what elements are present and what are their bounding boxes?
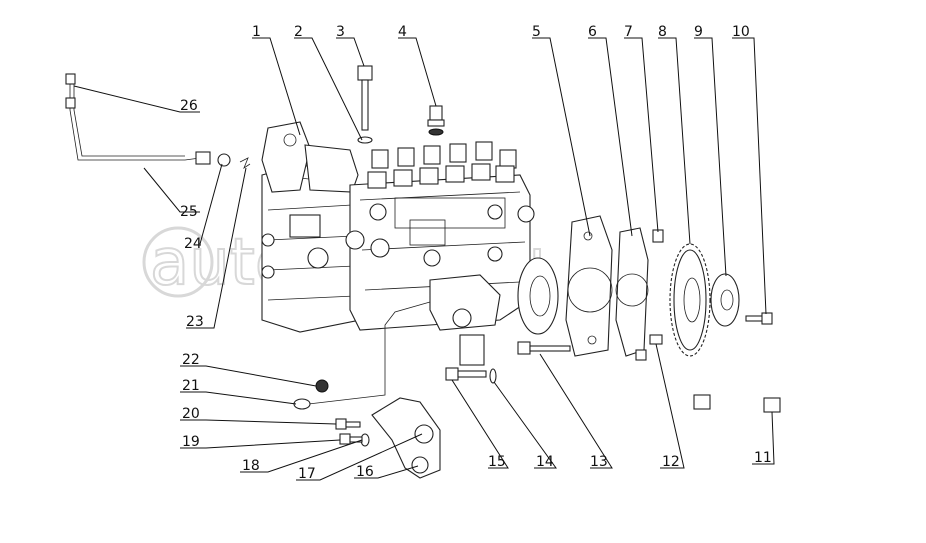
callout-23: 23 [186,314,204,330]
callout-14: 14 [536,454,554,470]
hub-9 [710,273,740,327]
callout-7: 7 [624,24,633,40]
bolt-13 [517,341,571,355]
callout-3: 3 [336,24,345,40]
callout-1: 1 [252,24,261,40]
callout-5: 5 [532,24,541,40]
callout-11: 11 [754,450,772,466]
callout-6: 6 [588,24,597,40]
bolt-15 [445,367,487,381]
callout-19: 19 [182,434,200,450]
injector-outlets [367,141,517,189]
callout-15: 15 [488,454,506,470]
callout-16: 16 [356,464,374,480]
callout-20: 20 [182,406,200,422]
adapter-plate-5 [565,215,613,357]
callout-12: 12 [662,454,680,470]
gasket-6 [615,227,649,357]
bracket-16 [371,397,441,479]
callout-18: 18 [242,458,260,474]
bolt-19 [339,433,363,445]
bolt-3 [357,65,373,131]
callout-13: 13 [590,454,608,470]
fuel-injection-pump [261,121,559,366]
callout-labels: 1 2 3 4 5 6 7 8 9 10 11 12 13 14 15 16 1… [180,24,772,482]
fuel-pipe-lower [293,301,431,410]
callout-8: 8 [658,24,667,40]
callout-25: 25 [180,204,198,220]
callout-21: 21 [182,378,200,394]
fuel-pipe-upper [65,73,251,170]
callout-22: 22 [182,352,200,368]
callout-2: 2 [294,24,303,40]
bolt-20 [335,418,361,430]
nuts-11 [693,394,781,413]
washer-2 [357,136,373,144]
callout-26: 26 [180,98,198,114]
drive-gear-8 [669,243,711,357]
washer-14 [489,368,497,384]
callout-9: 9 [694,24,703,40]
callout-10: 10 [732,24,750,40]
callout-4: 4 [398,24,407,40]
fitting-4 [427,105,445,136]
callout-17: 17 [298,466,316,482]
bolt-10 [745,312,773,325]
leader-lines [73,37,775,481]
nut-22 [315,379,329,393]
callout-24: 24 [184,236,202,252]
